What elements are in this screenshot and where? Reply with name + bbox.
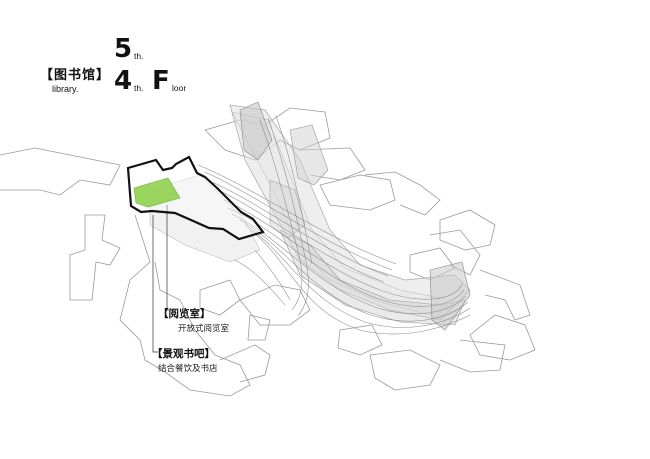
floor-letter: F [152,66,170,96]
reading-room-label: 【阅览室】 [158,308,211,320]
floor-4-number: 4 [114,66,133,96]
library-floor-outline [126,155,265,241]
library-subtitle: library. [52,84,79,94]
sweep-lines [197,115,471,335]
library-title: 【图书馆】 [40,68,111,83]
site-outlines [0,107,536,397]
book-bar-sublabel: 结合餐饮及书店 [158,363,218,373]
leader-lines [152,205,174,353]
reading-room-highlight [133,177,181,208]
floor-word-suffix: loor [172,83,187,93]
reading-room-sublabel: 开放式阅览室 [178,323,230,333]
book-bar-label: 【景观书吧】 [152,348,215,360]
floor-4-suffix: th. [134,83,144,93]
floor-5-number: 5 [114,34,133,64]
floor-5-suffix: th. [134,51,144,61]
